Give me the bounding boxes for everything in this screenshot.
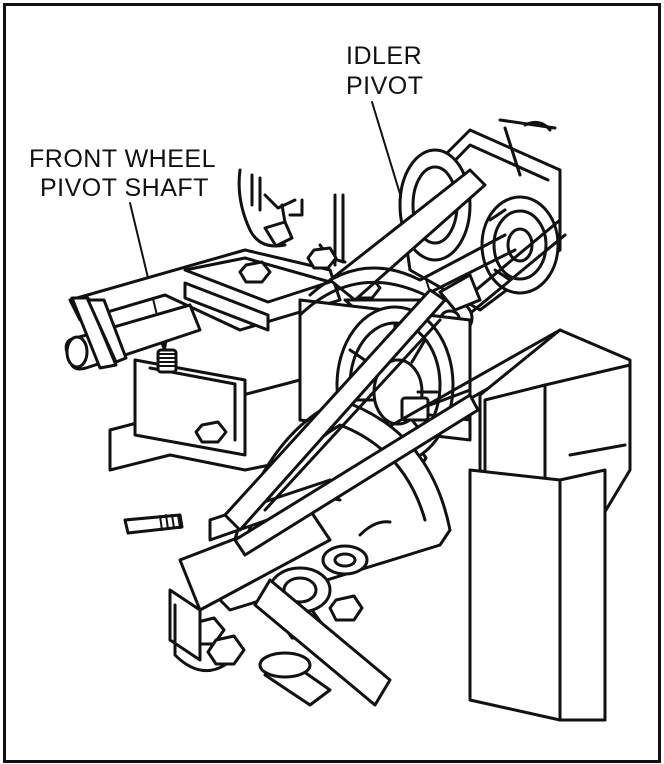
front-wheel-pivot-shaft xyxy=(123,348,184,535)
idler-pivot-label-line1: IDLER xyxy=(346,42,422,70)
front-wheel-label-line2: PIVOT SHAFT xyxy=(40,174,209,202)
right-side-plates xyxy=(468,328,632,722)
front-wheel-label-line1: FRONT WHEEL xyxy=(29,145,216,173)
idler-pivot-label-line2: PIVOT xyxy=(346,72,424,100)
diagonal-frame-rails xyxy=(223,288,480,557)
